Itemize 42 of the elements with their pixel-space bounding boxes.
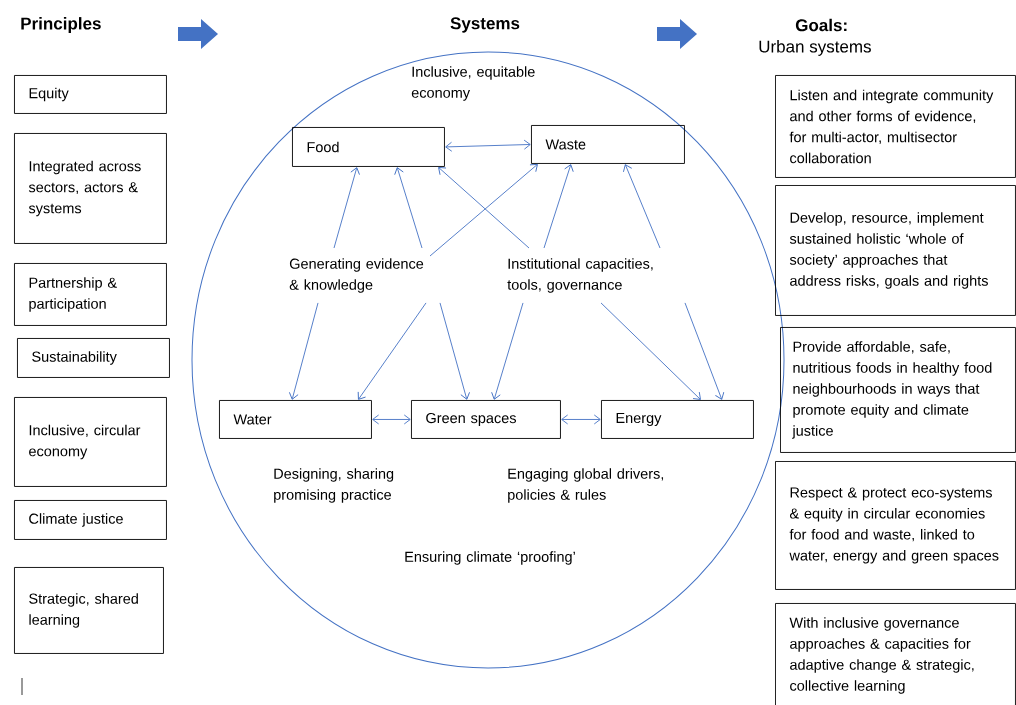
arrow <box>600 302 701 400</box>
goal-box: With inclusive governance approaches & capacities for adaptive change & strategic, collective learning <box>775 603 1016 705</box>
principle-box: Integrated across sectors, actors & systems <box>14 133 167 244</box>
arrow <box>394 167 423 249</box>
principle-box: Strategic, shared learning <box>14 567 164 654</box>
circle-label: Engaging global drivers, policies & rules <box>508 468 664 503</box>
heading: Goals: <box>795 18 847 32</box>
theme-label: Generating evidence & knowledge <box>289 258 424 293</box>
arrow <box>623 164 661 249</box>
system-box: Water <box>219 400 372 439</box>
circle-label: Designing, sharing promising practice <box>274 468 394 503</box>
principle-box: Inclusive, circular economy <box>14 397 167 487</box>
principle-box: Equity <box>14 75 167 114</box>
arrow <box>438 166 530 249</box>
arrow <box>684 302 725 400</box>
arrow <box>445 139 531 152</box>
system-box: Energy <box>601 400 754 439</box>
goal-box: Listen and integrate community and other forms of evidence, for multi-actor, multisector collaboration <box>775 75 1016 178</box>
arrow <box>491 302 524 400</box>
goal-box: Develop, resource, implement sustained holistic ‘whole of society’ approaches that address risks, goals and rights <box>775 185 1016 316</box>
heading: Principles <box>21 17 101 33</box>
arrow <box>543 164 574 249</box>
principle-box: Climate justice <box>14 500 167 540</box>
theme-label: Institutional capacities, tools, governance <box>507 258 653 293</box>
goal-box: Provide affordable, safe, nutritious foods in healthy food neighbourhoods in ways that promote equity and climate justice <box>780 327 1016 453</box>
principle-box: Partnership & participation <box>14 263 167 326</box>
principle-box: Sustainability <box>17 338 170 378</box>
arrow <box>372 414 411 425</box>
arrow <box>288 302 319 400</box>
arrow <box>561 414 601 425</box>
system-box: Waste <box>531 125 685 164</box>
circle-label: Inclusive, equitable economy <box>411 66 535 101</box>
arrow <box>429 163 538 257</box>
goal-box: Respect & protect eco-systems & equity in circular economies for food and waste, linked to water, energy and green spaces <box>775 461 1016 590</box>
arrow <box>439 302 470 400</box>
heading: Urban systems <box>759 40 871 56</box>
arrow <box>333 167 360 249</box>
heading: Systems <box>450 17 520 33</box>
arrow <box>357 302 427 400</box>
circle-label: Ensuring climate ‘proofing’ <box>405 551 575 565</box>
system-box: Green spaces <box>411 400 561 439</box>
system-box: Food <box>292 127 445 167</box>
